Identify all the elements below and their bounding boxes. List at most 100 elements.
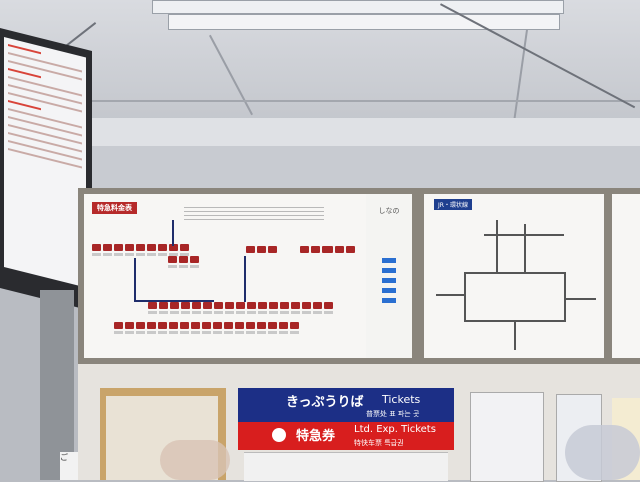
ceiling-beam [75,118,640,148]
fare-cell-label [235,331,244,334]
fare-cell [169,322,178,329]
route-connector [134,300,214,302]
fare-cell [147,322,156,329]
tickets-label-en: Tickets [382,393,421,406]
fare-cell-label [169,253,178,256]
fare-table-title: 特急料金表 [92,202,137,214]
fare-cell-label [181,311,190,314]
fare-cell [114,244,123,251]
fare-cell [103,244,112,251]
fare-cell [190,256,199,263]
fare-cell [92,244,101,251]
fare-cell [147,244,156,251]
route-map-panel: JR・環状線 [424,194,604,358]
fare-cell [280,302,289,309]
fare-cell [148,302,157,309]
fare-cell-label [136,331,145,334]
tickets-label-ja: きっぷうりば [286,395,364,410]
rail-line [514,322,516,350]
pillar-sign: ご [60,452,78,480]
adjacent-panel [612,194,640,358]
express-tickets-sign: 特急券 Ltd. Exp. Tickets 特快车票 특급권 [238,422,454,450]
fare-cell [114,322,123,329]
fare-cell-label [190,265,199,268]
blurred-person [160,440,230,480]
fare-cell [125,322,134,329]
ceiling-light-fixture [152,0,564,14]
fare-cell-label [224,331,233,334]
fare-cell [136,244,145,251]
legend-bar [382,298,396,303]
fare-cell [257,322,266,329]
fare-table-panel: 特急料金表 [84,194,366,358]
fare-cell [324,302,333,309]
legend-bar [382,278,396,283]
fare-cell [158,322,167,329]
express-tickets-label-zh-ko: 特快车票 특급권 [354,439,404,447]
fare-cell [257,246,266,253]
fare-cell [246,246,255,253]
fare-cell-label [268,331,277,334]
legend-bar [382,258,396,263]
rail-line [464,272,564,274]
fare-cell-label [136,253,145,256]
fare-cell [246,322,255,329]
fare-cell [335,246,344,253]
fare-cell-label [92,253,101,256]
rail-line [436,294,464,296]
fare-cell [311,246,320,253]
fare-cell [235,322,244,329]
express-tickets-label-ja: 特急券 [296,429,336,444]
fare-cell [213,322,222,329]
fare-cell-label [147,331,156,334]
fare-cell-label [302,311,311,314]
fare-cell [268,246,277,253]
express-tickets-label-en: Ltd. Exp. Tickets [354,424,436,435]
fare-cell-label [290,331,299,334]
route-connector [244,256,246,302]
fare-cell [202,322,211,329]
tickets-sign: きっぷうりば Tickets 普票处 표 파는 곳 [238,388,454,422]
rail-line [496,220,498,272]
fare-cell [136,322,145,329]
fare-cell-label [103,253,112,256]
station-pillar [40,290,74,480]
route-connector [134,258,136,302]
fare-cell [313,302,322,309]
fare-cell-label [257,331,266,334]
fare-cell [192,302,201,309]
fare-table-notes [184,204,324,220]
fare-cell-label [246,331,255,334]
wall-band [75,146,640,190]
fare-cell-label [114,253,123,256]
fare-cell [159,302,168,309]
rail-line [464,320,566,322]
rail-line [484,234,564,236]
fare-cell [225,302,234,309]
tickets-label-zh-ko: 普票处 표 파는 곳 [366,410,420,418]
fare-cell-label [114,331,123,334]
fare-cell-label [291,311,300,314]
fare-cell [169,244,178,251]
fare-cell [291,302,300,309]
fare-cell-label [168,265,177,268]
rail-line [464,272,466,322]
counter-window [244,452,448,481]
fare-cell-label [280,311,289,314]
fare-cell-label [236,311,245,314]
rail-line [566,298,596,300]
route-connector [172,220,174,246]
fare-cell [269,302,278,309]
fare-cell [203,302,212,309]
fare-cell-label [258,311,267,314]
fare-cell-label [148,311,157,314]
fare-cell-label [125,331,134,334]
fare-cell [158,244,167,251]
fare-cell [170,302,179,309]
fare-cell [180,244,189,251]
fare-cell [268,322,277,329]
rail-line [524,224,526,272]
fare-cell-label [169,331,178,334]
legend-bar [382,268,396,273]
fare-cell [258,302,267,309]
